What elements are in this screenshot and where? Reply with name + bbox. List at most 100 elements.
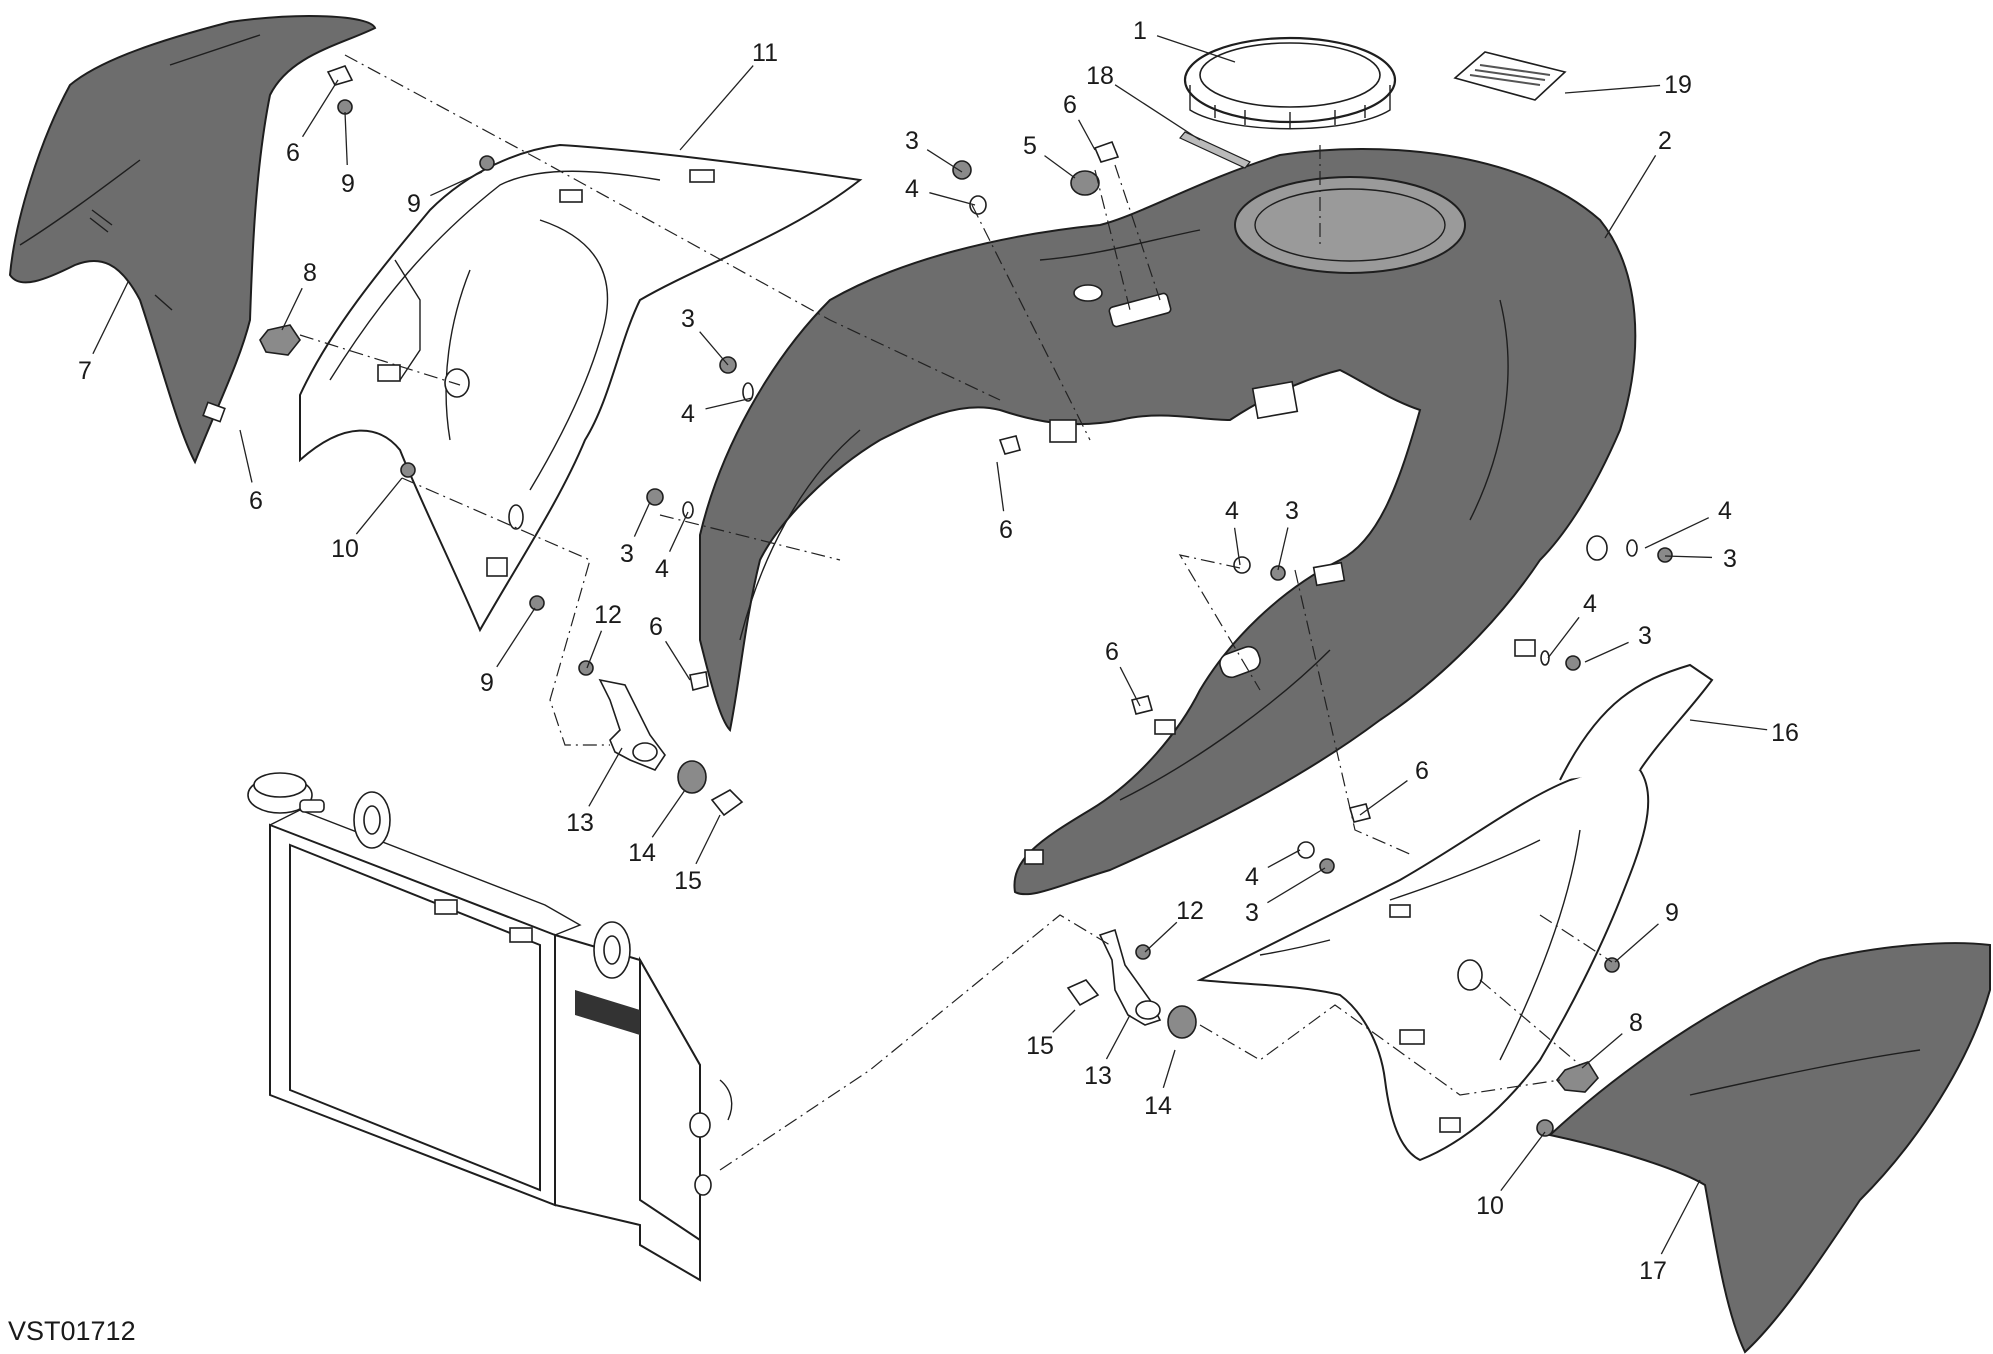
leader-c6g [1359,780,1408,816]
adhesive-strip [1179,131,1251,169]
leader-c4c [668,511,689,552]
callout-c8a: 8 [303,259,317,287]
callout-c12a: 12 [594,601,622,629]
callout-c12b: 12 [1176,897,1204,925]
leader-c6b [301,79,339,138]
leader-c13a [588,747,623,807]
callout-c1: 1 [1133,17,1147,45]
callout-c6b: 6 [286,139,300,167]
leader-c9d [1614,923,1659,963]
leader-c3e [1664,555,1713,559]
callout-c4e: 4 [1718,497,1732,525]
leader-c5 [1044,155,1076,179]
drawing-code: VST01712 [8,1316,136,1346]
leader-c4b [705,397,753,410]
leader-c19 [1564,84,1661,94]
leader-c4g [1267,849,1301,868]
leader-c6f [1119,666,1141,707]
leader-c14a [651,789,686,838]
callout-c10a: 10 [331,535,359,563]
grommet-rubber [259,170,1600,1093]
callout-c16: 16 [1771,719,1799,747]
leader-c4a [929,192,976,206]
inner-cover-right [1196,663,1714,1162]
leader-c2 [1604,155,1657,239]
leader-c9b [430,171,483,197]
callout-c3d: 3 [1285,497,1299,525]
callout-c9b: 9 [407,190,421,218]
callout-c14a: 14 [628,839,656,867]
leader-c4e [1644,517,1710,549]
callout-c10b: 10 [1476,1192,1504,1220]
tank-ring [1183,36,1397,130]
bracket-left [598,678,666,771]
callout-c17: 17 [1639,1257,1667,1285]
callout-c19: 19 [1664,71,1692,99]
leader-c6c [239,429,253,483]
callout-c6c: 6 [249,487,263,515]
callout-c4f: 4 [1583,590,1597,618]
callout-leaders [92,35,1768,1255]
leader-c12a [586,630,603,669]
leader-c16 [1689,719,1768,731]
callout-c6f: 6 [1105,638,1119,666]
screw-icon [337,99,1673,1137]
leader-c4f [1547,616,1580,659]
leader-c4d [1233,527,1241,566]
callout-c2: 2 [1658,127,1672,155]
assembly-lines [299,54,1613,1171]
callout-c18: 18 [1086,62,1114,90]
callout-c9d: 9 [1665,899,1679,927]
callout-c4g: 4 [1245,863,1259,891]
inner-cover-left [299,143,863,633]
leader-c9c [496,607,536,668]
leader-c3d [1277,527,1289,571]
side-panel-right [1547,942,1991,1354]
callout-c13b: 13 [1084,1062,1112,1090]
leader-c3g [1267,867,1326,904]
callout-c4a: 4 [905,175,919,203]
leader-c3f [1584,641,1629,663]
leader-c10b [1500,1131,1546,1192]
grommet-icon [677,760,1197,1039]
callout-c9a: 9 [341,170,355,198]
callout-c3b: 3 [681,305,695,333]
leader-c15a [695,814,721,865]
callout-c7: 7 [78,357,92,385]
callout-c3g: 3 [1245,899,1259,927]
leader-c17 [1660,1179,1701,1255]
radiator [247,772,733,1282]
leader-c14b [1162,1049,1176,1088]
callout-c6a: 6 [1063,91,1077,119]
callout-c6g: 6 [1415,757,1429,785]
callout-c3c: 3 [620,540,634,568]
callout-c14b: 14 [1144,1092,1172,1120]
leader-c11 [679,65,754,151]
callout-c3e: 3 [1723,545,1737,573]
label-sticker [1453,51,1567,101]
callout-c5: 5 [1023,132,1037,160]
clip-nut-icon [326,65,1371,1007]
leader-c8b [1581,1033,1623,1069]
leader-c7 [92,281,129,355]
callout-c8b: 8 [1629,1009,1643,1037]
side-panel-left [8,15,377,465]
leader-c3c [633,501,651,537]
leader-c6d [996,461,1005,512]
callout-c11: 11 [752,39,778,67]
callout-c6d: 6 [999,516,1013,544]
callout-c4d: 4 [1225,497,1239,525]
leader-c15b [1052,1009,1076,1033]
callout-c15a: 15 [674,867,702,895]
callout-c9c: 9 [480,669,494,697]
leader-c6a [1078,119,1096,151]
leader-c6e [665,640,691,681]
leader-c8a [281,287,303,331]
leader-c3a [926,149,963,173]
leader-c12b [1144,921,1178,953]
callout-c4b: 4 [681,400,695,428]
callout-c6e: 6 [649,613,663,641]
callout-c13a: 13 [566,809,594,837]
leader-c18 [1114,84,1201,141]
